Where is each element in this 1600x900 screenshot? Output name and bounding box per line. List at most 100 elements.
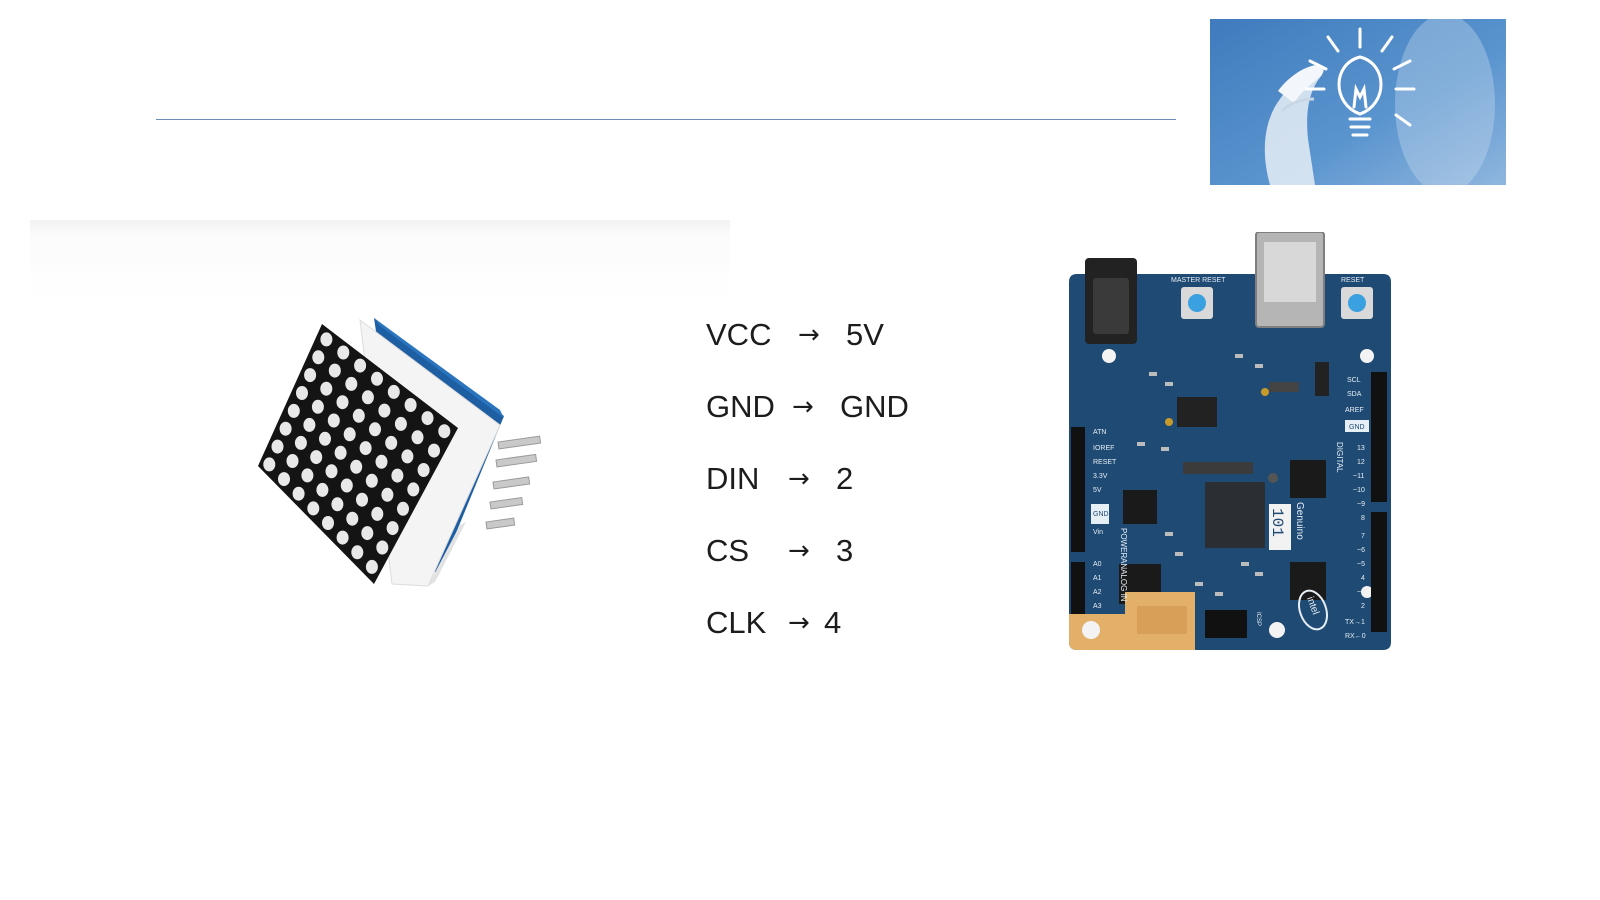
led-dot (320, 381, 333, 396)
led-dot (361, 390, 374, 405)
led-dot (279, 421, 292, 436)
led-dot (320, 332, 333, 347)
board-label-sda: SDA (1347, 391, 1362, 398)
board-label-scl: SCL (1347, 377, 1361, 384)
pin-label: GND (706, 389, 775, 424)
led-dot (322, 516, 334, 530)
board-label-5v: 5V (1093, 487, 1102, 494)
led-dot (352, 408, 365, 423)
board-label-power: POWER (1119, 528, 1128, 558)
led-dot (401, 449, 414, 464)
board-label-d2: 2 (1361, 603, 1365, 610)
pin-row-clk: CLK → 4 (706, 603, 1036, 643)
led-dot (336, 395, 349, 410)
board-label-ioref: IOREF (1093, 445, 1114, 452)
led-dot (385, 435, 398, 450)
led-dot (359, 441, 372, 456)
title-divider (156, 119, 1176, 120)
led-dot (325, 464, 338, 479)
led-dot (286, 454, 299, 468)
led-dot (278, 472, 290, 487)
led-dot (411, 430, 424, 445)
board-label-a2: A2 (1093, 589, 1102, 596)
board-label-a3: A3 (1093, 603, 1102, 610)
led-dot (371, 371, 383, 386)
board-label-a1: A1 (1093, 575, 1102, 582)
board-label-d12: 12 (1357, 459, 1365, 466)
board-label-rx: RX←0 (1345, 633, 1366, 640)
led-dot (271, 439, 284, 454)
lightbulb-icon (1210, 19, 1506, 185)
board-label-reset: RESET (1093, 459, 1117, 466)
led-dot (331, 497, 344, 512)
led-dot (356, 492, 368, 507)
led-dot (316, 482, 329, 497)
master-reset-label: MASTER RESET (1171, 277, 1226, 284)
pin-row-cs: CS → 3 (706, 531, 1036, 571)
board-label-atn: ATN (1093, 429, 1106, 436)
svg-text:ATN IOREF RESET: ATN IOREF RESET 3.3V 5V Vin A0 A1 A2 A3 (1093, 429, 1118, 610)
board-label-d3: ~3 (1357, 589, 1365, 596)
board-label-d10: ~10 (1353, 487, 1365, 494)
board-label-101: 101 (1268, 508, 1286, 537)
board-label-d4: 4 (1361, 575, 1365, 582)
reset-label: RESET (1341, 277, 1365, 284)
led-dot (328, 363, 341, 378)
board-label-analog-in: ANALOG IN (1119, 558, 1128, 602)
pin-label: CS (706, 533, 750, 568)
board-label-d8: 8 (1361, 515, 1365, 522)
board-label-d6: ~6 (1357, 547, 1365, 554)
led-dot (354, 358, 367, 373)
pin-row-gnd: GND → GND (706, 387, 1036, 427)
board-label-33v: 3.3V (1093, 473, 1108, 480)
led-dot (327, 413, 340, 428)
led-dot (263, 457, 276, 472)
led-dot (387, 384, 400, 399)
board-label-d13: 13 (1357, 445, 1365, 452)
board-label-tx: TX→1 (1345, 619, 1365, 626)
led-dot (287, 403, 300, 418)
arrow-right-icon: → (788, 608, 810, 638)
led-dot (375, 454, 388, 469)
pin-label: VCC (706, 317, 772, 352)
led-matrix-icon (30, 220, 730, 587)
led-dot (391, 468, 404, 483)
pin-target: 5V (846, 317, 884, 352)
pin-target: GND (840, 389, 909, 424)
pin-label: CLK (706, 605, 767, 640)
led-matrix-module-image (30, 220, 730, 680)
board-label-d7: 7 (1361, 533, 1365, 540)
arrow-right-icon: → (788, 536, 810, 566)
board-label-gnd: GND (1093, 511, 1109, 518)
led-dot (371, 506, 384, 521)
led-dot (345, 376, 358, 391)
led-dot (365, 559, 378, 574)
board-label-vin: Vin (1093, 529, 1103, 536)
led-dot (304, 368, 317, 383)
led-dot (346, 511, 359, 526)
led-dot (343, 427, 356, 442)
led-dot (421, 411, 434, 426)
led-dot (378, 403, 391, 418)
led-dot (361, 526, 374, 541)
board-label-genuino: Genuino (1294, 502, 1305, 540)
pin-row-vcc: VCC → 5V (706, 315, 1036, 355)
board-label-digital: DIGITAL (1335, 442, 1344, 473)
led-dot (351, 545, 364, 560)
lightbulb-header-image (1210, 19, 1506, 185)
pin-target: 3 (836, 533, 854, 568)
pin-row-din: DIN → 2 (706, 459, 1036, 499)
led-dot (407, 482, 420, 497)
led-dot (438, 424, 451, 439)
led-dot (303, 417, 316, 432)
led-dot (397, 501, 409, 516)
board-label-d5: ~5 (1357, 561, 1365, 568)
svg-text:SCL SDA AREF: SCL SDA AREF 13 12 ~11 ~10 ~9 8 7 ~6 ~5 … (1345, 377, 1367, 640)
led-dot (428, 443, 440, 458)
genuino-board-icon: MASTER RESET RESET (1069, 232, 1391, 650)
led-dot (336, 530, 349, 545)
pin-mapping-list: VCC → 5V GND → GND DIN → 2 CS → 3 CLK → … (706, 315, 1036, 665)
board-label-d9: ~9 (1357, 501, 1365, 508)
led-dot (292, 486, 305, 501)
led-dot (350, 459, 363, 474)
